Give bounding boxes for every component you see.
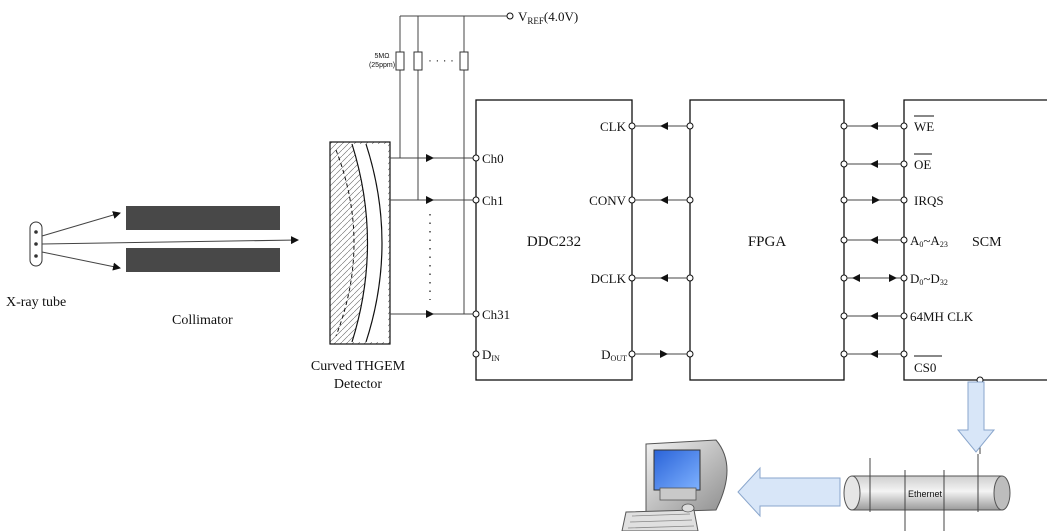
- pin-din: DIN: [482, 347, 500, 363]
- vref-bias-network: · · · ·: [395, 12, 514, 314]
- vref-label: VREF(4.0V): [518, 9, 578, 26]
- ddc-fpga-links: [635, 122, 687, 358]
- vref-terminal: [506, 12, 514, 20]
- xray-tube: [29, 211, 299, 271]
- resistor-0: [395, 51, 405, 71]
- svg-text:· · · ·: · · · ·: [428, 53, 454, 67]
- pin-data-bus: D0~D32: [910, 271, 948, 287]
- scm-label: SCM: [972, 235, 1002, 250]
- detector-label-line2: Detector: [334, 377, 383, 392]
- computer-icon: [621, 439, 728, 531]
- pin-64mh-clk: 64MH CLK: [910, 309, 974, 324]
- resistor-1: [413, 51, 423, 71]
- pin-oe: OE: [914, 157, 931, 172]
- resistor-value: 5MΩ: [375, 53, 390, 60]
- fpga-scm-links: [847, 122, 902, 358]
- pin-ch31: Ch31: [482, 307, 510, 322]
- ethernet-label: Ethernet: [908, 489, 943, 499]
- ddc232-label: DDC232: [527, 234, 581, 250]
- pin-clk: CLK: [600, 119, 627, 134]
- fpga-block: [689, 99, 845, 381]
- pin-irqs: IRQS: [914, 193, 944, 208]
- fpga-label: FPGA: [748, 234, 787, 250]
- pin-cs0: CS0: [914, 360, 936, 375]
- pin-conv: CONV: [589, 193, 626, 208]
- collimator: [126, 206, 280, 272]
- collimator-label: Collimator: [172, 313, 233, 328]
- pin-dclk: DCLK: [591, 271, 627, 286]
- xray-tube-label: X-ray tube: [6, 295, 66, 310]
- pin-we: WE: [914, 119, 934, 134]
- pin-ch1: Ch1: [482, 193, 504, 208]
- pin-dout: DOUT: [601, 347, 627, 363]
- ethernet-link: [737, 376, 1011, 531]
- pin-ch0: Ch0: [482, 151, 504, 166]
- ddc232-block: [475, 99, 633, 381]
- detector-label-line1: Curved THGEM: [311, 359, 406, 374]
- curved-thgem-detector: [329, 141, 391, 345]
- resistor-31: [459, 51, 469, 71]
- resistor-tolerance: (25ppm): [369, 62, 395, 69]
- pin-address-bus: A0~A23: [910, 233, 948, 249]
